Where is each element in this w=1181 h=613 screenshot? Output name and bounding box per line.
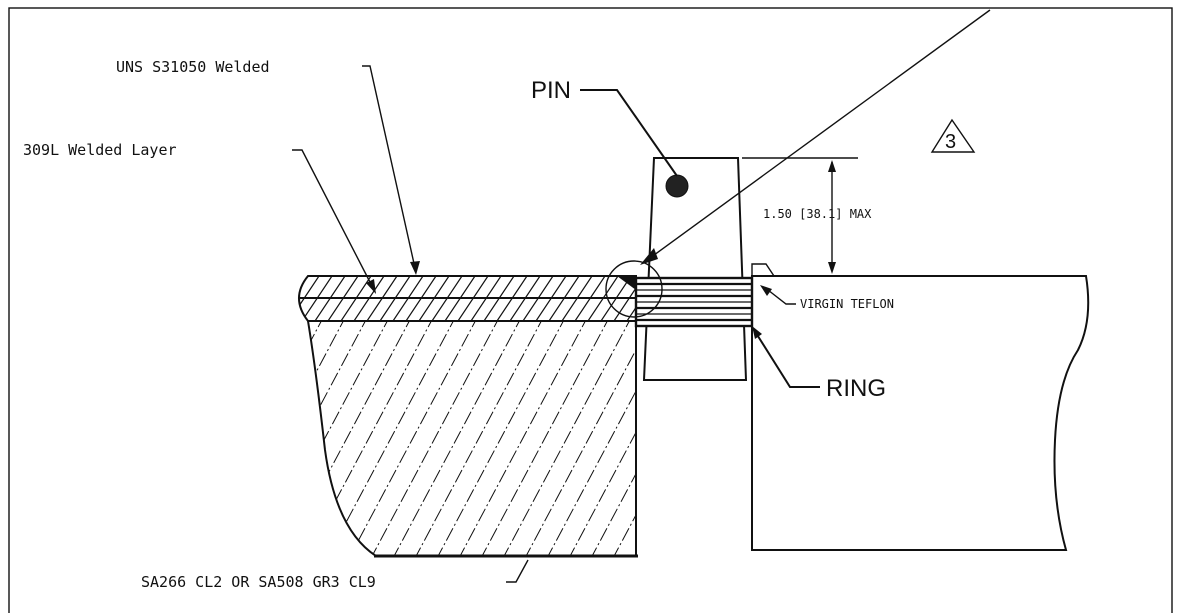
leader-uns-weld (362, 65, 416, 269)
hatch-line (413, 321, 545, 556)
hatch-line (325, 321, 457, 556)
hatch-line (457, 321, 589, 556)
hatch-line (501, 321, 633, 556)
hatch-line (263, 276, 293, 321)
hatch-line (308, 321, 391, 556)
hatch-line (250, 276, 280, 321)
hatch-line (479, 321, 611, 556)
pin-outline (642, 157, 748, 381)
leader-virgin-teflon (767, 289, 796, 305)
hatch-line (308, 321, 413, 556)
hatch-line (722, 316, 852, 560)
right-lip (751, 263, 775, 277)
label-weld-layer: 309L Welded Layer (23, 141, 177, 159)
leader-pin (580, 89, 678, 177)
hatch-line (308, 321, 369, 556)
hatch-line (626, 276, 636, 321)
label-base-material: SA266 CL2 OR SA508 GR3 CL9 (141, 573, 376, 591)
right-component (751, 263, 1090, 551)
detail-circle (605, 260, 663, 318)
hatch-line (545, 321, 636, 556)
revision-number: 3 (945, 131, 956, 153)
label-pin: PIN (531, 77, 571, 104)
hatch-line (172, 316, 302, 560)
pin (642, 157, 748, 381)
dimension-text: 1.50 [38.1] MAX (763, 207, 872, 221)
hatch-line (567, 321, 636, 556)
clad-outline (298, 275, 637, 322)
label-ring: RING (826, 375, 886, 402)
teflon-ring-stack (634, 276, 754, 328)
hatch-line (589, 321, 636, 556)
hatch-line (347, 321, 479, 556)
hatch-line (150, 316, 280, 560)
leader-weld-layer (292, 149, 373, 287)
hatch-line (744, 316, 874, 560)
revision-triangle (930, 118, 976, 153)
right-component-outline (751, 275, 1090, 551)
pin-hole (665, 174, 689, 198)
revision-marker: 3 (930, 118, 976, 153)
hatch-line (435, 321, 567, 556)
hatch-line (700, 316, 830, 560)
base-outline (307, 320, 377, 557)
label-virgin-teflon: VIRGIN TEFLON (800, 297, 894, 311)
leader-ring (755, 332, 820, 388)
hatch-line (678, 316, 808, 560)
hatch-line (523, 321, 636, 556)
hatch-line (656, 316, 786, 560)
hatch-line (369, 321, 501, 556)
hatch-line (391, 321, 523, 556)
drawing-border (8, 7, 1173, 613)
base-material-hatch (150, 316, 874, 560)
hatch-line (308, 321, 325, 556)
leader-base-material (506, 559, 529, 583)
detail-weld-mark (617, 276, 636, 290)
detail-leader-line (649, 9, 991, 259)
hatch-line (611, 321, 636, 556)
label-uns-weld: UNS S31050 Welded (116, 58, 270, 76)
left-component (150, 275, 874, 560)
dimension-group: 1.50 [38.1] MAX (742, 157, 872, 274)
hatch-line (308, 321, 347, 556)
